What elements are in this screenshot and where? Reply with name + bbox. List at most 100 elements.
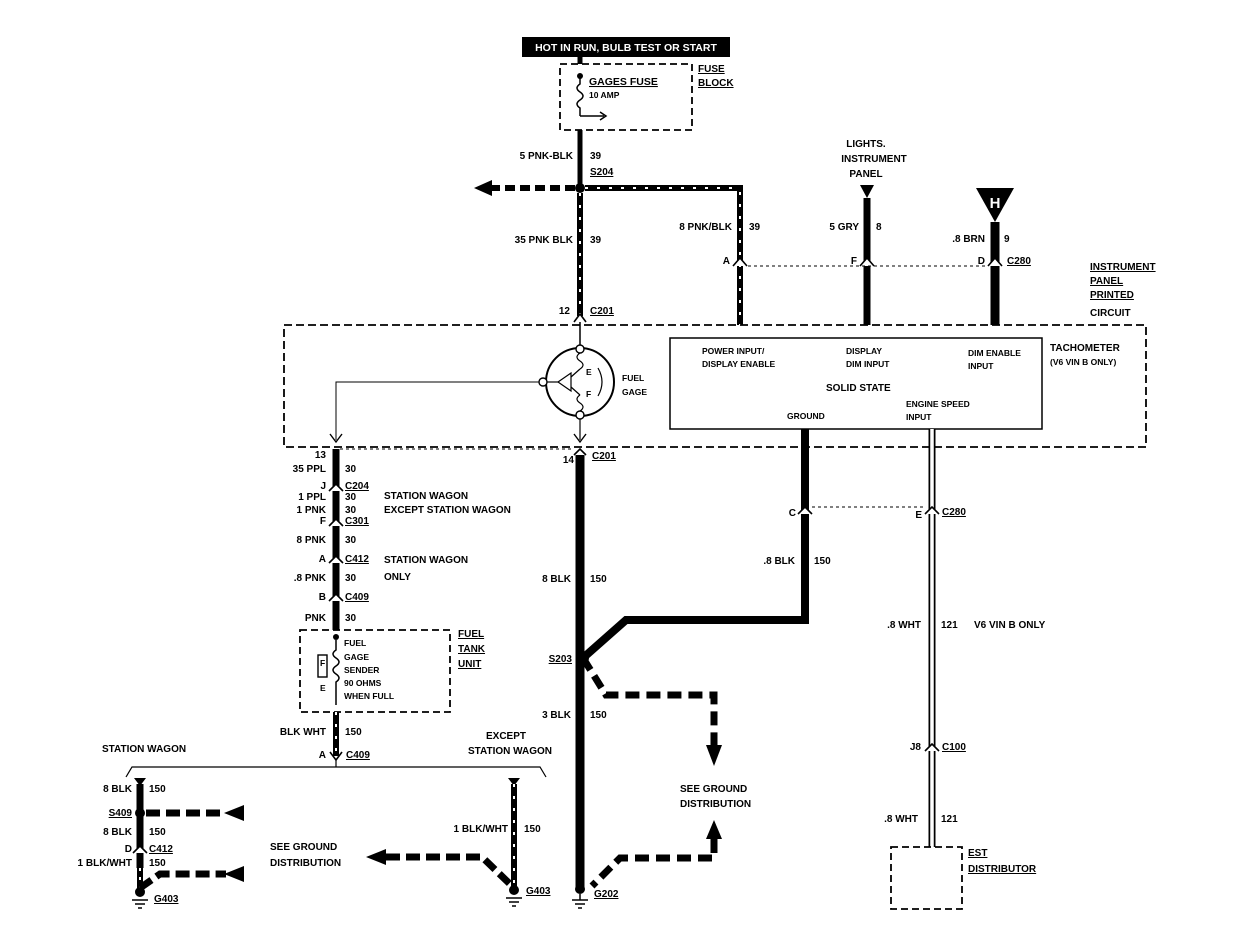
gage-ground-wire2-label: 3 BLK (542, 710, 572, 721)
sender-circ-30f: 30 (345, 613, 357, 624)
ground-g202-label: G202 (594, 889, 619, 900)
sw-see-ground-2: DISTRIBUTION (270, 858, 341, 869)
c201-top-label: C201 (590, 306, 614, 317)
sender-label-2: GAGE (344, 652, 369, 662)
ground-g202-terminal (575, 884, 585, 894)
gage-ground-circuit-label: 150 (590, 574, 607, 585)
fuel-gage-label-1: FUEL (622, 373, 644, 383)
g202-branch (589, 839, 718, 889)
c201-bottom-pin: 14 (563, 455, 575, 466)
ipc-label-3: PRINTED (1090, 290, 1134, 301)
tach-dimen-label-2: INPUT (968, 361, 994, 371)
tach-power-label-2: DISPLAY ENABLE (702, 359, 776, 369)
arrow-left-icon (224, 805, 244, 821)
tach-dimenable-circuit-label: 9 (1004, 234, 1010, 245)
gage-f-label: F (586, 389, 591, 399)
swo-label-2: ONLY (384, 572, 411, 583)
sender-wire-1pnk: 1 PNK (297, 505, 327, 516)
tach-dimenable-wire-label: .8 BRN (952, 234, 985, 245)
speed-circuit-label-2: 121 (941, 814, 958, 825)
sender-wire-ppl: 35 PPL (293, 464, 326, 475)
splice-s409 (135, 808, 145, 818)
arrow-left-icon (224, 866, 244, 882)
h-symbol-label: H (990, 195, 1001, 212)
ground-g403-esw-terminal (509, 885, 519, 895)
tank-unit-label-3: UNIT (458, 659, 481, 670)
c412-label: C412 (345, 554, 369, 565)
esw-ground-branch (386, 853, 515, 889)
arrow-down-icon (573, 433, 587, 444)
est-distributor-box (890, 846, 963, 910)
feed-mid-circuit-label: 39 (590, 235, 602, 246)
connector-c201-bottom (573, 447, 587, 456)
connector-c100 (924, 742, 940, 752)
c204-pin-j: J (320, 481, 326, 492)
tach-ground-label: GROUND (787, 411, 825, 421)
sender-wire-1ppl: 1 PPL (298, 492, 326, 503)
sw-label-2: EXCEPT STATION WAGON (384, 505, 511, 516)
connector-c301 (328, 517, 344, 527)
sender-circ-30c: 30 (345, 505, 357, 516)
fuel-gage-terminal-left (538, 377, 548, 387)
fuse-block-box (559, 63, 693, 131)
splice-s204-label: S204 (590, 167, 614, 178)
c412-sw-pin-d: D (125, 844, 132, 855)
speed-wire-label-2: .8 WHT (884, 814, 918, 825)
ground-g403-sw-label: G403 (154, 894, 179, 905)
sw-wire-2: 8 BLK (103, 827, 133, 838)
c201-top-pin: 12 (559, 306, 571, 317)
arrow-down-icon (329, 433, 343, 444)
esw-branch-label-2: STATION WAGON (468, 746, 552, 757)
tachometer-title: TACHOMETER (1050, 343, 1121, 354)
arrow-right-icon (599, 111, 608, 121)
tach-power-label-1: POWER INPUT/ (702, 346, 765, 356)
sender-resistor-icon (332, 640, 340, 705)
c204-label: C204 (345, 481, 369, 492)
feed-wire-label: 5 PNK-BLK (520, 151, 574, 162)
esw-branch-label-1: EXCEPT (486, 731, 526, 742)
connector-c409-top (328, 592, 344, 602)
tach-dim-circuit-label: 8 (876, 222, 882, 233)
c280-pin-c: C (789, 508, 796, 519)
gage-ground-circuit2-label: 150 (590, 710, 607, 721)
tach-dim-wire-label: 5 GRY (829, 222, 859, 233)
arrow-left-icon (474, 180, 492, 196)
sender-circ-30e: 30 (345, 573, 357, 584)
ipc-label-1: INSTRUMENT (1090, 262, 1156, 273)
sw-wire-1: 8 BLK (103, 784, 133, 795)
sender-label-4: 90 OHMS (344, 678, 382, 688)
sender-circ-30d: 30 (345, 535, 357, 546)
fuel-tank-unit-box (299, 629, 451, 713)
tach-dimen-label-1: DIM ENABLE (968, 348, 1021, 358)
see-ground-label-2: DISTRIBUTION (680, 799, 751, 810)
sender-wire-8pnk2: .8 PNK (294, 573, 327, 584)
splice-s409-label: S409 (109, 808, 133, 819)
tank-unit-label-1: FUEL (458, 629, 484, 640)
connector-c280-d (987, 256, 1003, 267)
c409-bottom-label: C409 (346, 750, 370, 761)
sw-label-1: STATION WAGON (384, 491, 468, 502)
tank-unit-label-2: TANK (458, 644, 486, 655)
lights-label-2: INSTRUMENT (841, 154, 907, 165)
connector-c280-f (859, 256, 875, 267)
splice-s203-label: S203 (549, 654, 573, 665)
swo-label-1: STATION WAGON (384, 555, 468, 566)
esw-wire-label: 1 BLK/WHT (454, 824, 508, 835)
fuse-name: GAGES FUSE (589, 76, 658, 88)
fuel-gage-terminal-bottom (575, 410, 585, 420)
c100-label: C100 (942, 742, 966, 753)
speed-wire-label-1: .8 WHT (887, 620, 921, 631)
tach-ground-wire (580, 429, 809, 661)
sw-ground-branch-2 (137, 870, 226, 891)
sw-circ-1: 150 (149, 784, 166, 795)
option-branch-bracket (125, 766, 547, 778)
c280-bottom-label: C280 (942, 507, 966, 518)
c280-pin-f: F (851, 256, 857, 267)
connector-c412 (328, 554, 344, 564)
speed-circuit-label-1: 121 (941, 620, 958, 631)
ground-g403-sw-terminal (135, 887, 145, 897)
lights-label-1: LIGHTS. (846, 139, 886, 150)
sw-wire-3: 1 BLK/WHT (78, 858, 132, 869)
tachometer-subtitle: (V6 VIN B ONLY) (1050, 357, 1116, 367)
c409-pin-b: B (319, 592, 326, 603)
